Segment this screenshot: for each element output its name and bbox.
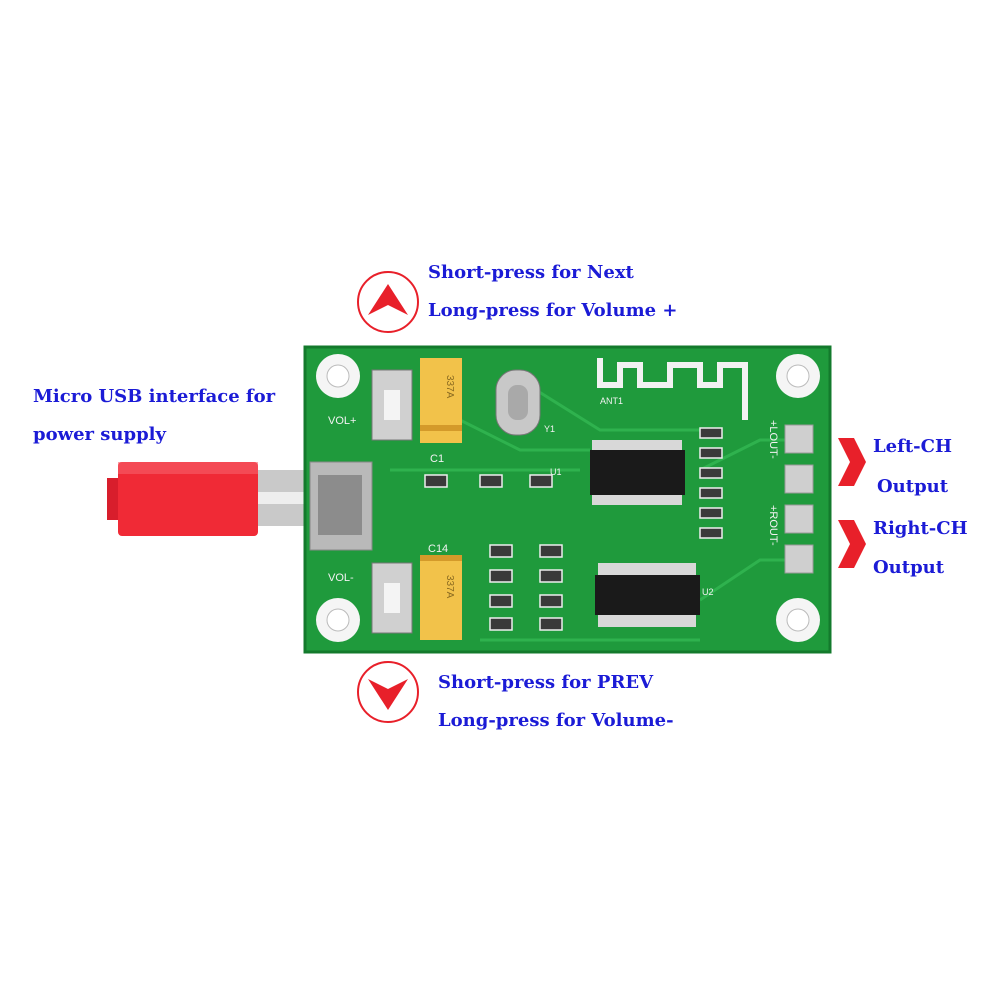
cap-marking: 337A [444, 375, 455, 399]
pcb-board: VOL+ VOL- C1 C14 ANT1 Y1 U1 U2 +LOUT- +R… [303, 345, 832, 654]
prev-label: Short-press for PREV [438, 672, 654, 693]
chevron-right-icon [838, 438, 866, 486]
vol-minus-button-switch [371, 562, 413, 634]
left-output-label: Output [877, 476, 949, 497]
usb-cable-plug [107, 462, 313, 536]
output-pads [784, 424, 814, 574]
silk-vol-minus: VOL- [328, 572, 354, 584]
silk-c1: C1 [430, 453, 444, 465]
silk-rout: +ROUT- [767, 505, 779, 546]
next-label: Short-press for Next [428, 262, 634, 283]
vol-plus-button-switch [371, 369, 413, 441]
usb-label-2: power supply [33, 424, 166, 445]
silk-y1: Y1 [544, 424, 555, 434]
silk-u1: U1 [550, 467, 562, 477]
usb-label: Micro USB interface for [33, 386, 276, 407]
right-output-label: Output [873, 557, 945, 578]
chip-u1 [590, 450, 685, 495]
up-arrow-circle-icon [357, 271, 419, 333]
silk-vol-plus: VOL+ [328, 415, 356, 427]
silk-lout: +LOUT- [767, 420, 779, 459]
left-ch-label: Left-CH [873, 436, 952, 457]
right-ch-label: Right-CH [873, 518, 968, 539]
silk-ant1: ANT1 [600, 396, 623, 406]
chevron-right-icon [838, 520, 866, 568]
chip-u2 [595, 575, 700, 615]
volume-up-label: Long-press for Volume + [428, 300, 678, 321]
silk-c14: C14 [428, 543, 448, 555]
cap-marking: 337A [444, 575, 455, 599]
down-arrow-circle-icon [357, 661, 419, 723]
silk-u2: U2 [702, 587, 714, 597]
volume-down-label: Long-press for Volume- [438, 710, 674, 731]
